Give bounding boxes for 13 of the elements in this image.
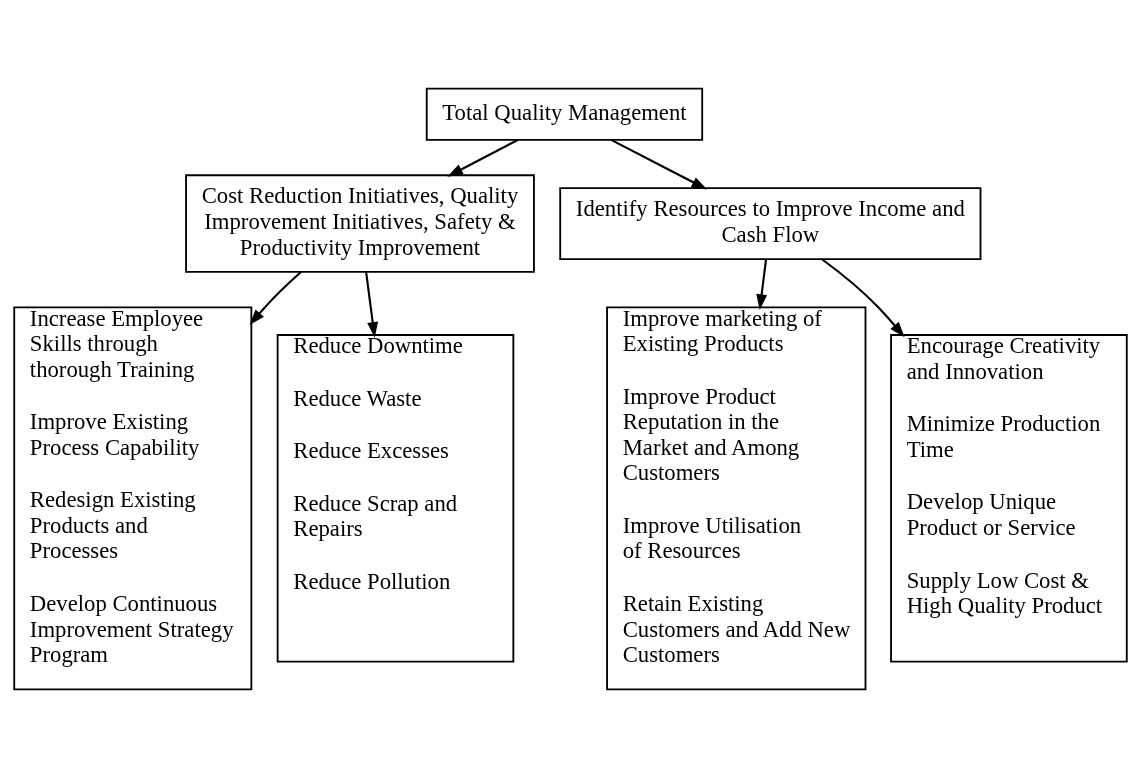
arrow	[249, 271, 302, 325]
node-box: Improve marketing of Existing Products Improve Product Reputation in the Market and Among Customers Improve Utilisation of Resources Retain Existing Customers and Add New Customers	[606, 306, 867, 691]
arrow	[821, 258, 905, 338]
arrow	[447, 138, 519, 177]
arrow	[756, 259, 768, 310]
node-box: Identify Resources to Improve Income and Cash Flow	[559, 187, 982, 260]
node-box: Total Quality Management	[425, 87, 704, 141]
arrow	[610, 138, 708, 190]
node-box: Cost Reduction Initiatives, Quality Improvement Initiatives, Safety & Productivity Improvement	[185, 174, 535, 273]
arrow	[365, 272, 379, 338]
node-box: Encourage Creativity and Innovation Minimize Production Time Develop Unique Product or Service Supply Low Cost & High Quality Product	[890, 334, 1128, 663]
node-box: Reduce Downtime Reduce Waste Reduce Excesses Reduce Scrap and Repairs Reduce Pollution	[276, 334, 515, 663]
node-box: Increase Employee Skills through thorough Training Improve Existing Process Capability Redesign Existing Products and Processes Develop Continuous Improvement Strategy Program	[13, 306, 253, 691]
